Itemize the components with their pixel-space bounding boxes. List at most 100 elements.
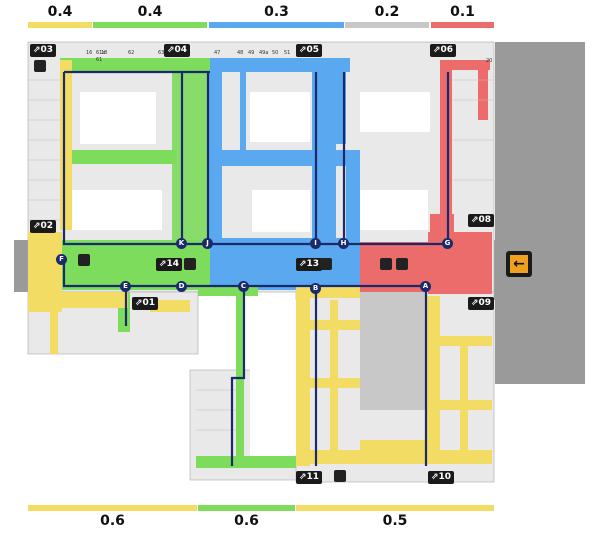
zone-blue (240, 64, 246, 154)
route-node-i: I (310, 238, 321, 249)
exterior-block (495, 42, 585, 384)
courtyard (70, 190, 162, 230)
zone-blue (346, 150, 360, 240)
zone-red (440, 60, 490, 70)
stairs-icon: ⇗ (33, 221, 41, 231)
stairs-icon: ⇗ (299, 45, 307, 55)
zone-red (428, 232, 492, 294)
zone-green (196, 456, 296, 468)
top-bar-segment-grey (345, 22, 429, 28)
top-bar-label: 0.1 (450, 4, 475, 20)
top-bar-label: 0.4 (47, 4, 73, 20)
stairs-icon: ⇗ (471, 215, 479, 225)
top-bar-segment-yellow (28, 22, 92, 28)
stair-06: ⇗06 (430, 44, 457, 57)
route-node-a: A (420, 281, 431, 292)
stairs-icon: ⇗ (159, 259, 167, 269)
elevator-icon (320, 258, 332, 270)
zone-blue (208, 238, 360, 290)
route-node-b: B (310, 283, 321, 294)
stairs-icon: ⇗ (471, 298, 479, 308)
zone-green (172, 58, 208, 248)
courtyard (360, 190, 428, 230)
room-number: 61a (96, 50, 106, 56)
zone-yellow (426, 296, 440, 456)
bottom-bar-label: 0.5 (382, 513, 408, 529)
route-node-k: K (176, 238, 187, 249)
zone-yellow (60, 60, 72, 230)
courtyard (252, 190, 310, 232)
zone-blue (208, 58, 222, 248)
stair-05: ⇗05 (296, 44, 323, 57)
route-node-f: F (56, 254, 67, 265)
stairs-icon: ⇗ (299, 259, 307, 269)
zone-yellow (426, 336, 492, 346)
bottom-bar-label: 0.6 (234, 513, 259, 529)
zone-yellow (426, 400, 492, 410)
route-node-d: D (176, 281, 187, 292)
zone-red (430, 214, 454, 234)
stair-14: ⇗14 (156, 258, 183, 271)
zone-yellow (28, 292, 128, 308)
zone-yellow (296, 450, 492, 464)
room-number: 48 (237, 50, 244, 56)
stair-01: ⇗01 (132, 297, 159, 310)
exit-sign: ← (506, 251, 532, 277)
stair-11: ⇗11 (296, 471, 323, 484)
zone-red (440, 60, 452, 240)
elevator-icon (34, 60, 46, 72)
bottom-bar-label: 0.6 (100, 513, 125, 529)
room-number: 49a (259, 50, 269, 56)
room-number: 47 (214, 50, 221, 56)
stair-02: ⇗02 (30, 220, 57, 233)
room-number: 62 (128, 50, 135, 56)
zone-yellow (460, 336, 468, 456)
courtyard (360, 92, 430, 132)
elevator-icon (78, 254, 90, 266)
room-number: 16 (86, 50, 93, 56)
top-bar-label: 0.3 (264, 4, 289, 20)
elevator-icon (184, 258, 196, 270)
elevator-icon (334, 470, 346, 482)
zone-green (236, 286, 244, 466)
courtyard (80, 92, 156, 144)
room-number: 49 (248, 50, 255, 56)
top-bar-segment-blue (209, 22, 344, 28)
top-bar-segment-green (93, 22, 207, 28)
stairs-icon: ⇗ (167, 45, 175, 55)
room-number: 63 (158, 50, 165, 56)
route-node-j: J (202, 238, 213, 249)
stairs-icon: ⇗ (33, 45, 41, 55)
stair-13: ⇗13 (296, 258, 323, 271)
zone-red (360, 242, 430, 292)
room-number: 61 (96, 57, 103, 63)
bottom-bar-segment-green (198, 505, 295, 511)
route-node-g: G (442, 238, 453, 249)
exit-arrow-icon: ← (510, 255, 528, 273)
zone-yellow (360, 440, 426, 454)
zone-grey (360, 292, 426, 410)
bottom-bar-segment-yellow (296, 505, 494, 511)
stair-09: ⇗09 (468, 297, 495, 310)
stair-04: ⇗04 (164, 44, 191, 57)
elevator-icon (380, 258, 392, 270)
top-bar-label: 0.4 (137, 4, 163, 20)
route-node-h: H (338, 238, 349, 249)
stairs-icon: ⇗ (135, 298, 143, 308)
stair-08: ⇗08 (468, 214, 495, 227)
zone-yellow (50, 300, 58, 354)
route-node-c: C (238, 281, 249, 292)
exterior-block (14, 240, 30, 292)
room-partitions (28, 79, 494, 431)
zone-yellow (150, 300, 190, 312)
stairs-icon: ⇗ (433, 45, 441, 55)
top-bar-label: 0.2 (374, 4, 400, 20)
zone-yellow (330, 300, 338, 450)
route-node-e: E (120, 281, 131, 292)
stair-10: ⇗10 (428, 471, 455, 484)
room-number: 50 (272, 50, 279, 56)
stairs-icon: ⇗ (299, 472, 307, 482)
stair-03: ⇗03 (30, 44, 57, 57)
courtyard (250, 300, 296, 460)
